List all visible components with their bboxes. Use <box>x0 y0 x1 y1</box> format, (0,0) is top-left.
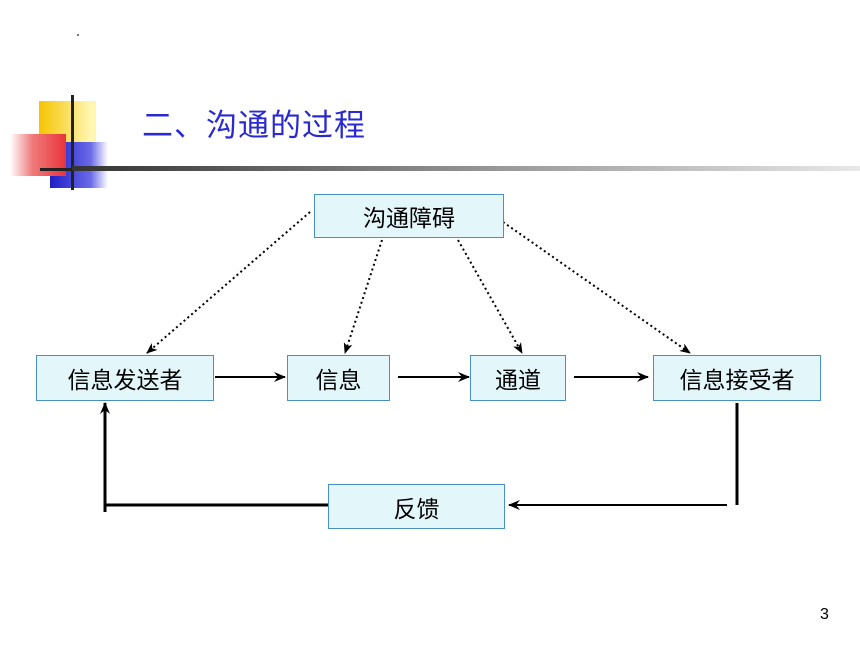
node-barrier: 沟通障碍 <box>314 194 504 238</box>
slide-title: 二、沟通的过程 <box>142 108 366 144</box>
node-receiver: 信息接受者 <box>653 355 821 401</box>
barrier-to-receiver-arrow <box>502 221 691 354</box>
deco-vertical-line <box>71 95 74 190</box>
page-number: 3 <box>820 606 829 623</box>
deco-dot <box>77 34 79 36</box>
node-channel: 通道 <box>470 355 566 401</box>
barrier-to-sender-arrow <box>146 211 311 354</box>
node-feedback: 反馈 <box>328 484 505 529</box>
deco-horizontal-line <box>40 168 100 171</box>
node-message: 信息 <box>287 355 390 401</box>
barrier-to-message-arrow <box>343 239 383 354</box>
barrier-to-channel-arrow <box>457 239 523 354</box>
title-rule <box>72 166 860 171</box>
node-sender: 信息发送者 <box>36 355 214 401</box>
